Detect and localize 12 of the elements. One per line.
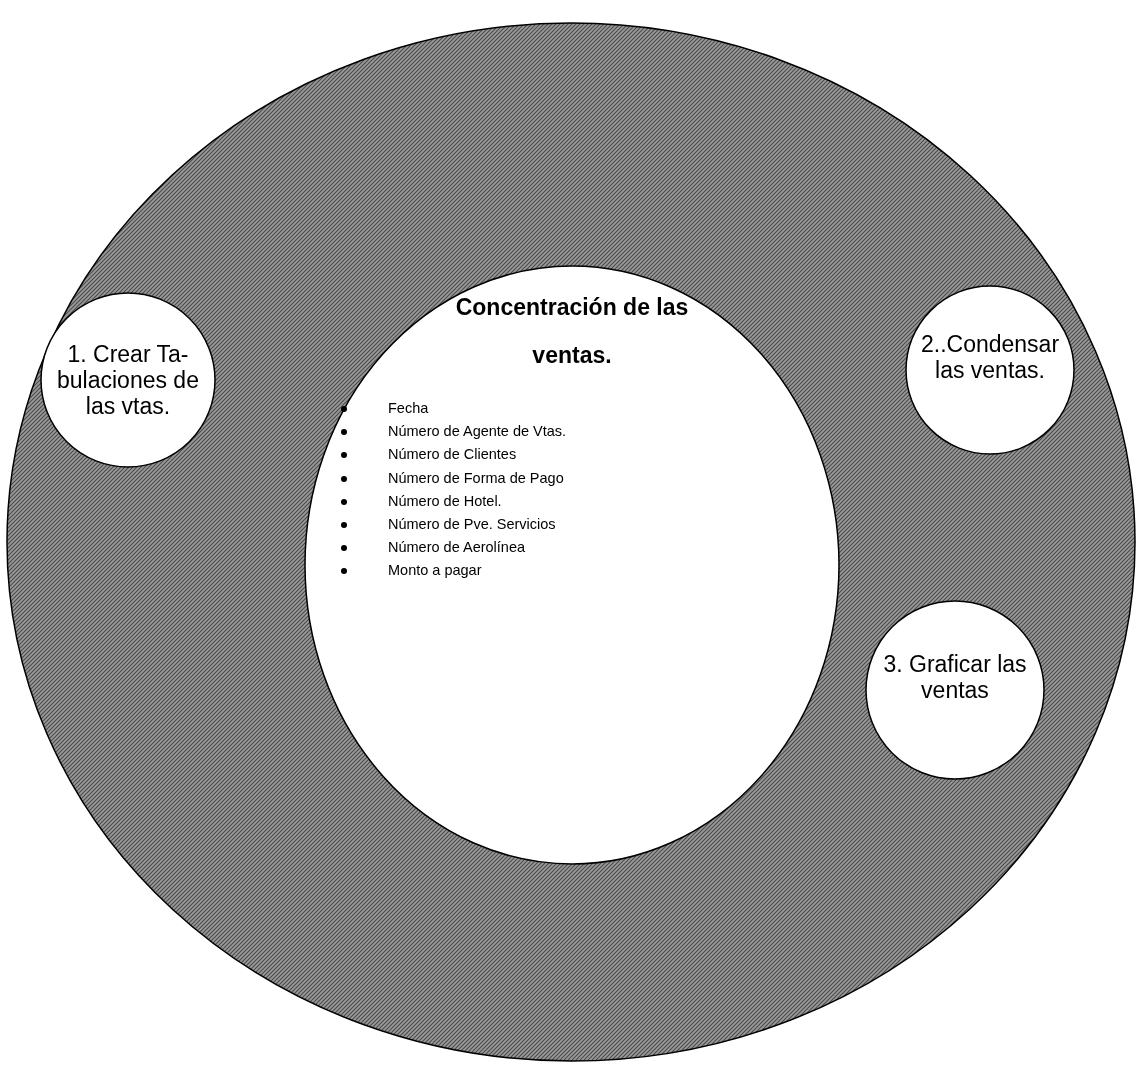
step-label: 1. Crear Ta-bulaciones de las vtas.	[56, 341, 200, 419]
list-item: Número de Hotel.	[388, 492, 502, 509]
list-item: Número de Aerolínea	[388, 539, 526, 556]
list-item: Monto a pagar	[388, 562, 482, 579]
heading: Concentración de las ventas.	[454, 293, 690, 370]
list-item: Número de Clientes	[388, 446, 517, 463]
step-label: 2..Condensar las ventas.	[919, 331, 1061, 383]
list-item: Número de Pve. Servicios	[388, 516, 556, 532]
list-item: Número de Forma de Pago	[388, 469, 564, 486]
list-item: Fecha	[388, 400, 429, 416]
list-item: Número de Agente de Vtas.	[388, 423, 567, 440]
step-label: 3. Graficar las ventas	[882, 651, 1028, 703]
